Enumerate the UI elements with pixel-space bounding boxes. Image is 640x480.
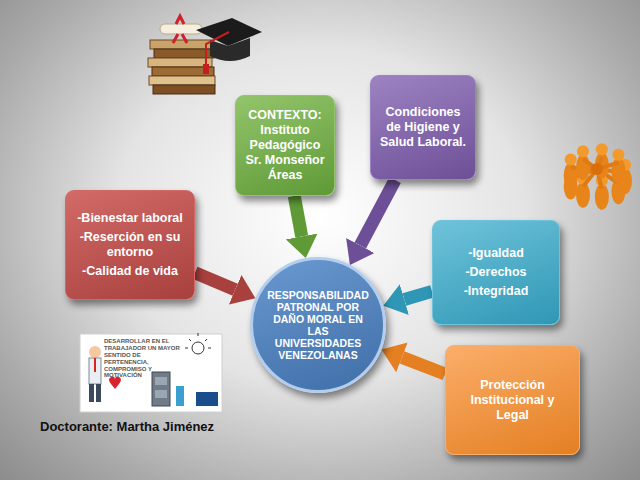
card-caption: DESARROLLAR EN EL TRABAJADOR UN MAYOR SE… <box>104 338 186 379</box>
context-box: CONTEXTO: Instituto Pedagógico Sr. Monse… <box>235 95 335 196</box>
motivation-card <box>80 333 222 412</box>
node-text: -Bienestar laboral <box>77 211 183 226</box>
wellbeing-box: -Bienestar laboral -Reserción en su entor… <box>65 190 195 300</box>
block-arrow <box>360 180 395 246</box>
books-icon <box>148 16 262 94</box>
node-text: CONTEXTO: Instituto Pedagógico Sr. Monse… <box>243 108 327 183</box>
node-text: -Igualdad <box>468 246 524 261</box>
node-text: -Calidad de vida <box>82 264 178 279</box>
block-arrow <box>402 357 445 374</box>
node-text: Protección Institucional y Legal <box>453 378 572 423</box>
rights-box: -Igualdad -Derechos -Integridad <box>432 220 560 325</box>
author-label: Doctorante: Martha Jiménez <box>40 420 260 435</box>
node-text: -Derechos <box>465 265 526 280</box>
node-text: RESPONSABILIDAD PATRONAL POR DAÑO MORAL … <box>265 289 371 361</box>
team-icon <box>564 143 632 210</box>
node-text: Condiciones de Higiene y Salud Laboral. <box>378 105 468 150</box>
block-arrow <box>195 273 235 290</box>
condition-box: Condiciones de Higiene y Salud Laboral. <box>370 75 476 180</box>
protection-box: Protección Institucional y Legal <box>445 345 580 455</box>
node-text: -Reserción en su entorno <box>73 230 187 260</box>
block-arrow <box>404 291 432 299</box>
central-circle: RESPONSABILIDAD PATRONAL POR DAÑO MORAL … <box>250 257 386 393</box>
node-text: -Integridad <box>464 284 529 299</box>
block-arrow <box>294 196 301 236</box>
